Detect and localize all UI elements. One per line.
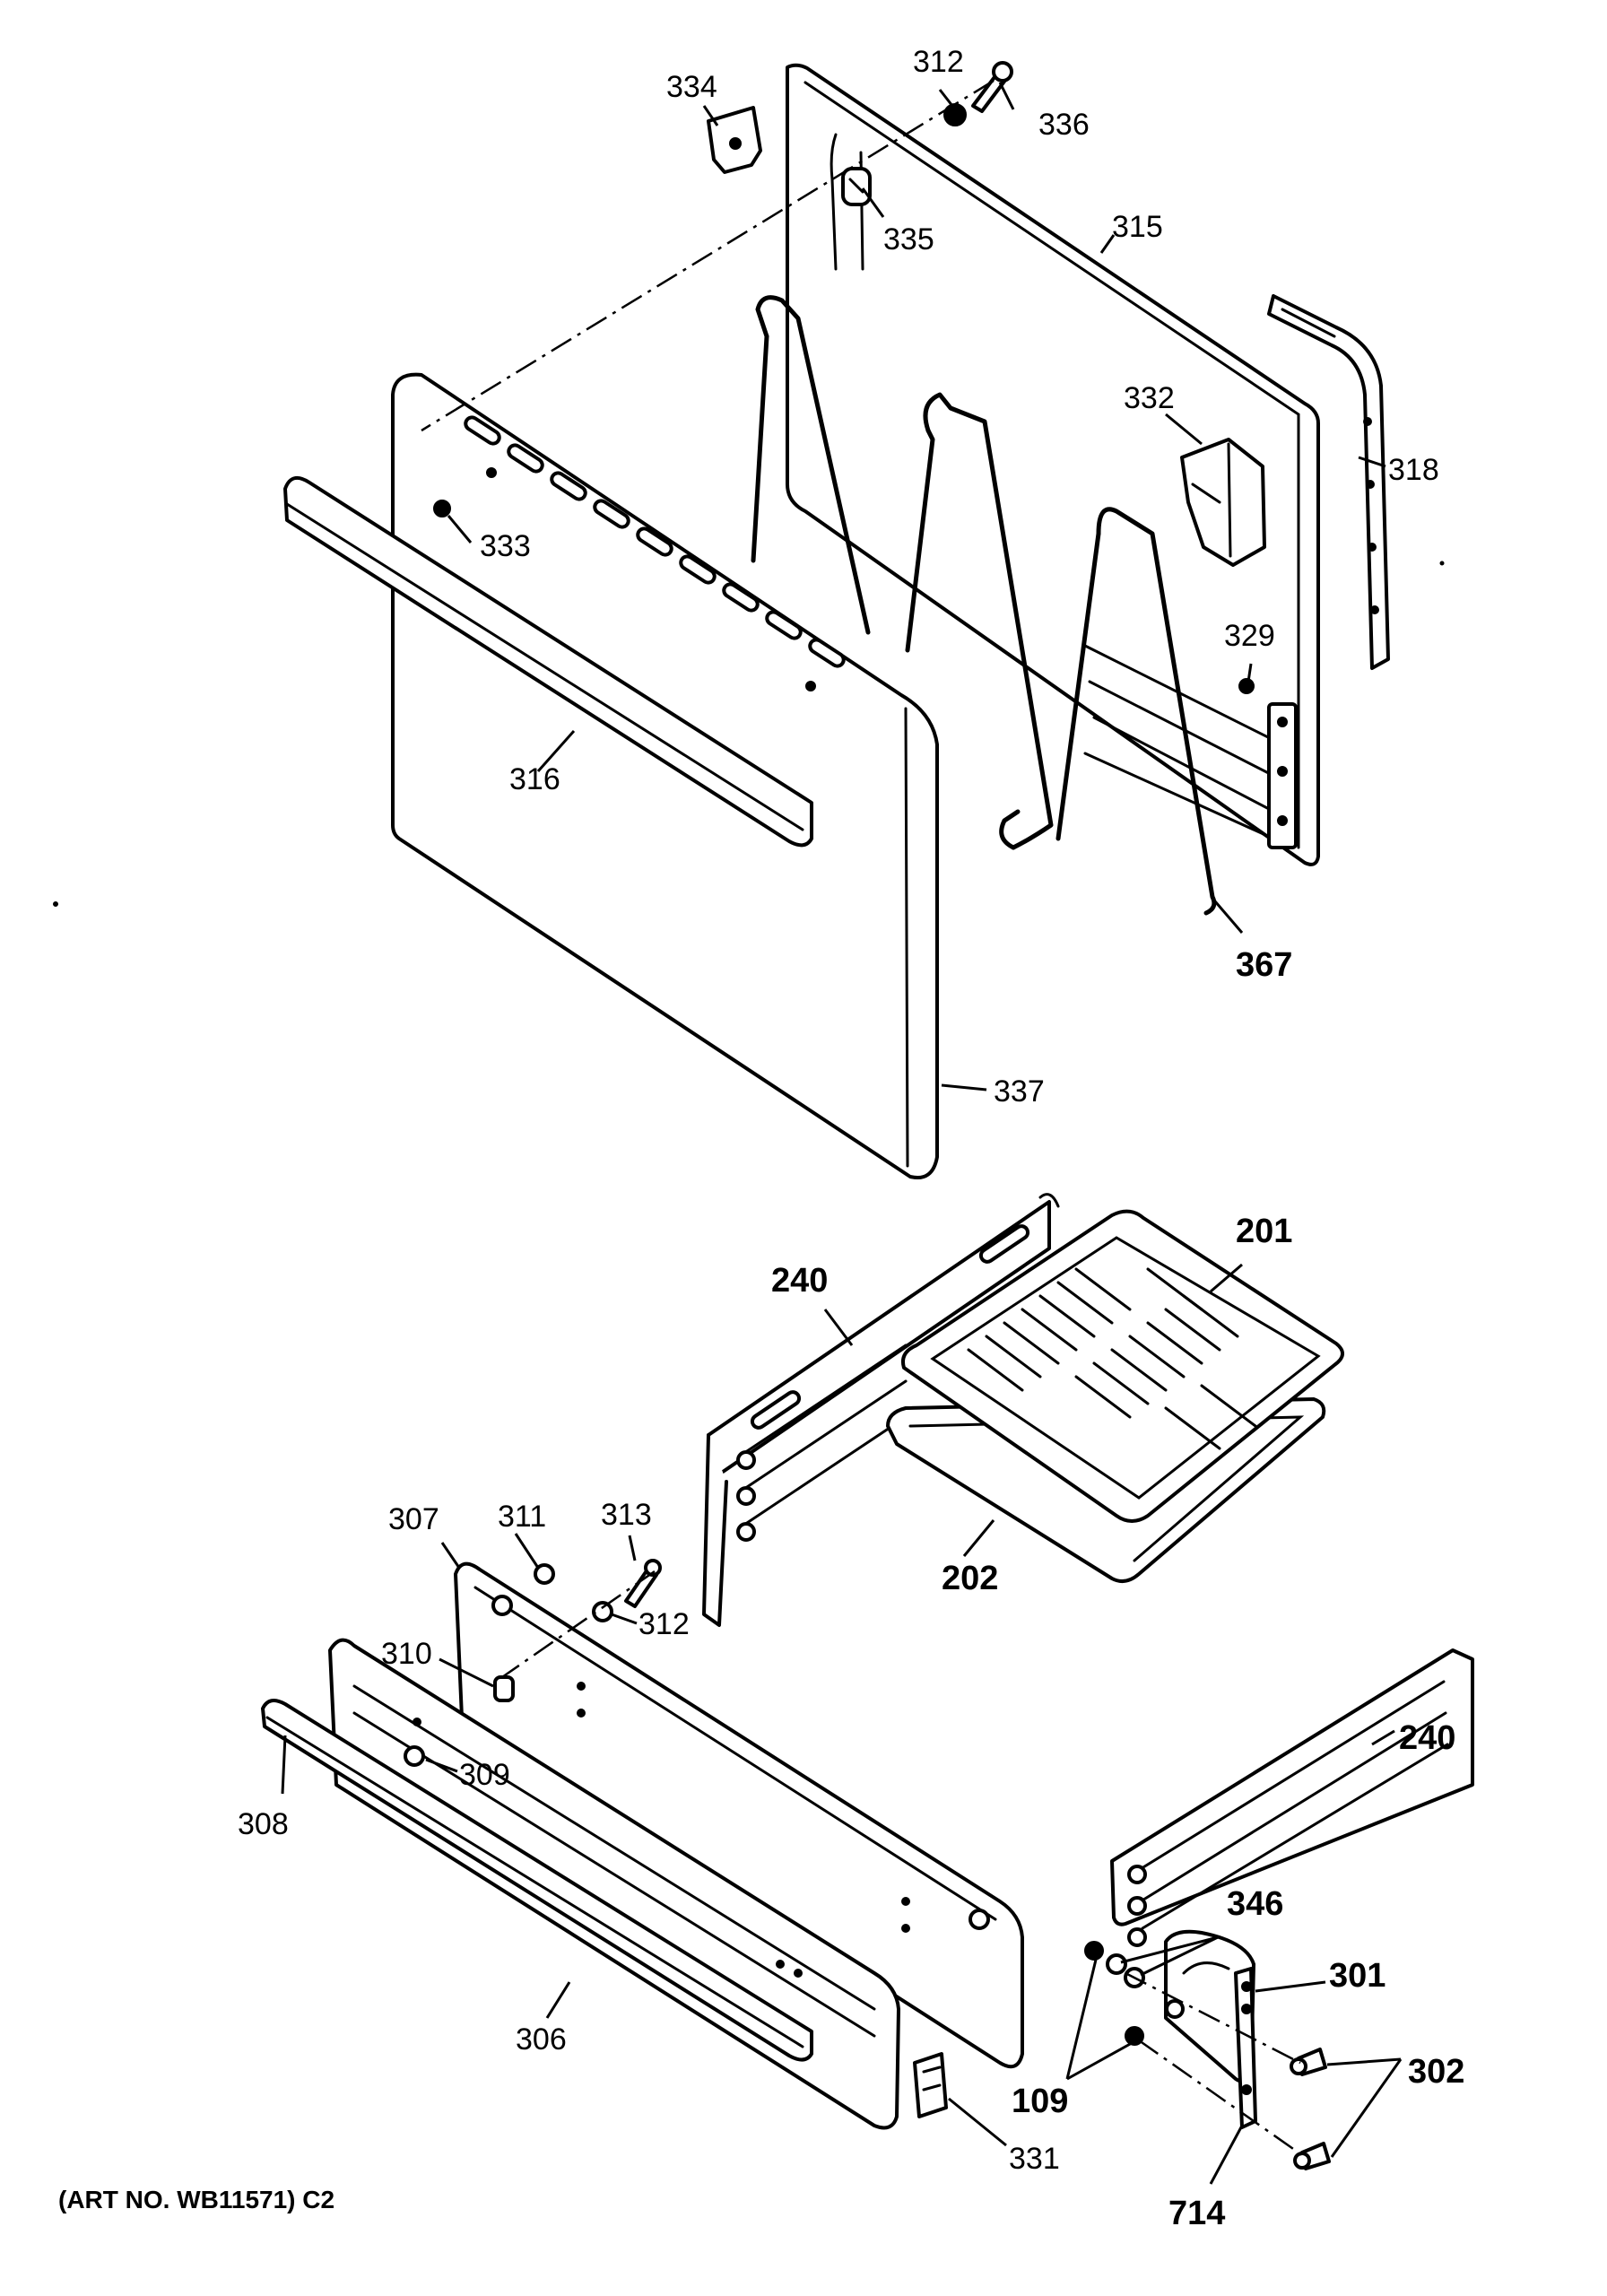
scan-speck [53,901,58,907]
screw-333 [433,500,451,517]
door-gasket [1267,294,1390,670]
broiler-grid [901,1209,1344,1523]
broiler-grid-slots [967,1267,1257,1450]
label-109: 109 [1012,2083,1068,2120]
door-vent-slots [464,415,846,668]
label-240-lower: 240 [1399,1719,1455,1757]
door-liner-clip [841,167,872,206]
art-number-caption: (ART NO. WB11571) C2 [58,2186,334,2213]
label-334: 334 [666,70,717,104]
scan-speck [1439,561,1445,566]
washer-311 [534,1563,555,1585]
label-312-lower: 312 [638,1607,690,1641]
washer-312-top [943,103,967,126]
alignment-line-hinge-lower [1138,2039,1306,2159]
spacer-346-a [1106,1953,1127,1975]
alignment-line-drawer [501,1570,656,1679]
label-714: 714 [1168,2195,1225,2232]
label-331: 331 [1009,2142,1060,2176]
label-318: 318 [1388,453,1439,487]
label-346: 346 [1227,1885,1283,1923]
screw-313 [624,1559,662,1608]
label-315: 315 [1112,210,1163,244]
broiler-side-rail-right [1110,1648,1474,1947]
door-stop-bracket [707,106,762,174]
door-insulation-block [1180,438,1266,567]
label-307: 307 [388,1502,439,1536]
screw-336 [971,61,1013,113]
label-310: 310 [381,1637,432,1671]
label-313: 313 [601,1498,652,1532]
rivet-109-upper [1084,1941,1104,1961]
alignment-line-hinge [1125,1971,1301,2065]
leader-lines [281,82,1403,2185]
door-wire-supports [751,295,1217,916]
label-309: 309 [459,1758,510,1792]
label-301: 301 [1329,1957,1385,1995]
label-308: 308 [238,1807,289,1841]
alignment-line-upper [421,79,995,432]
screw-302-lower [1293,2142,1331,2170]
broiler-side-rail-left [702,1193,1060,1627]
label-240-upper: 240 [771,1262,828,1300]
door-hinge-assembly [1164,1929,1257,2129]
label-312-top: 312 [913,45,964,79]
label-333: 333 [480,529,531,563]
screw-309 [404,1745,425,1767]
screw-329 [1238,678,1255,694]
door-inner-liner [786,63,1320,866]
label-337: 337 [994,1074,1045,1109]
label-311: 311 [498,1500,546,1534]
label-306: 306 [516,2022,567,2057]
label-201: 201 [1236,1213,1292,1250]
label-335: 335 [883,222,934,257]
washer-312-lower [592,1601,613,1622]
label-302: 302 [1408,2053,1464,2091]
label-329: 329 [1224,619,1275,653]
drawer-inner-panel [454,1561,1024,2069]
label-316: 316 [509,762,560,796]
drawer-handle [261,1699,813,2062]
screw-302-upper [1290,2048,1327,2076]
label-336: 336 [1038,108,1090,142]
clip-310 [493,1675,515,1702]
oven-door-handle [283,475,813,848]
label-367: 367 [1236,946,1292,984]
label-332: 332 [1124,381,1175,415]
label-202: 202 [942,1560,998,1597]
drawer-slide-bracket [913,2052,948,2118]
oven-door-outer-panel [391,372,939,1179]
